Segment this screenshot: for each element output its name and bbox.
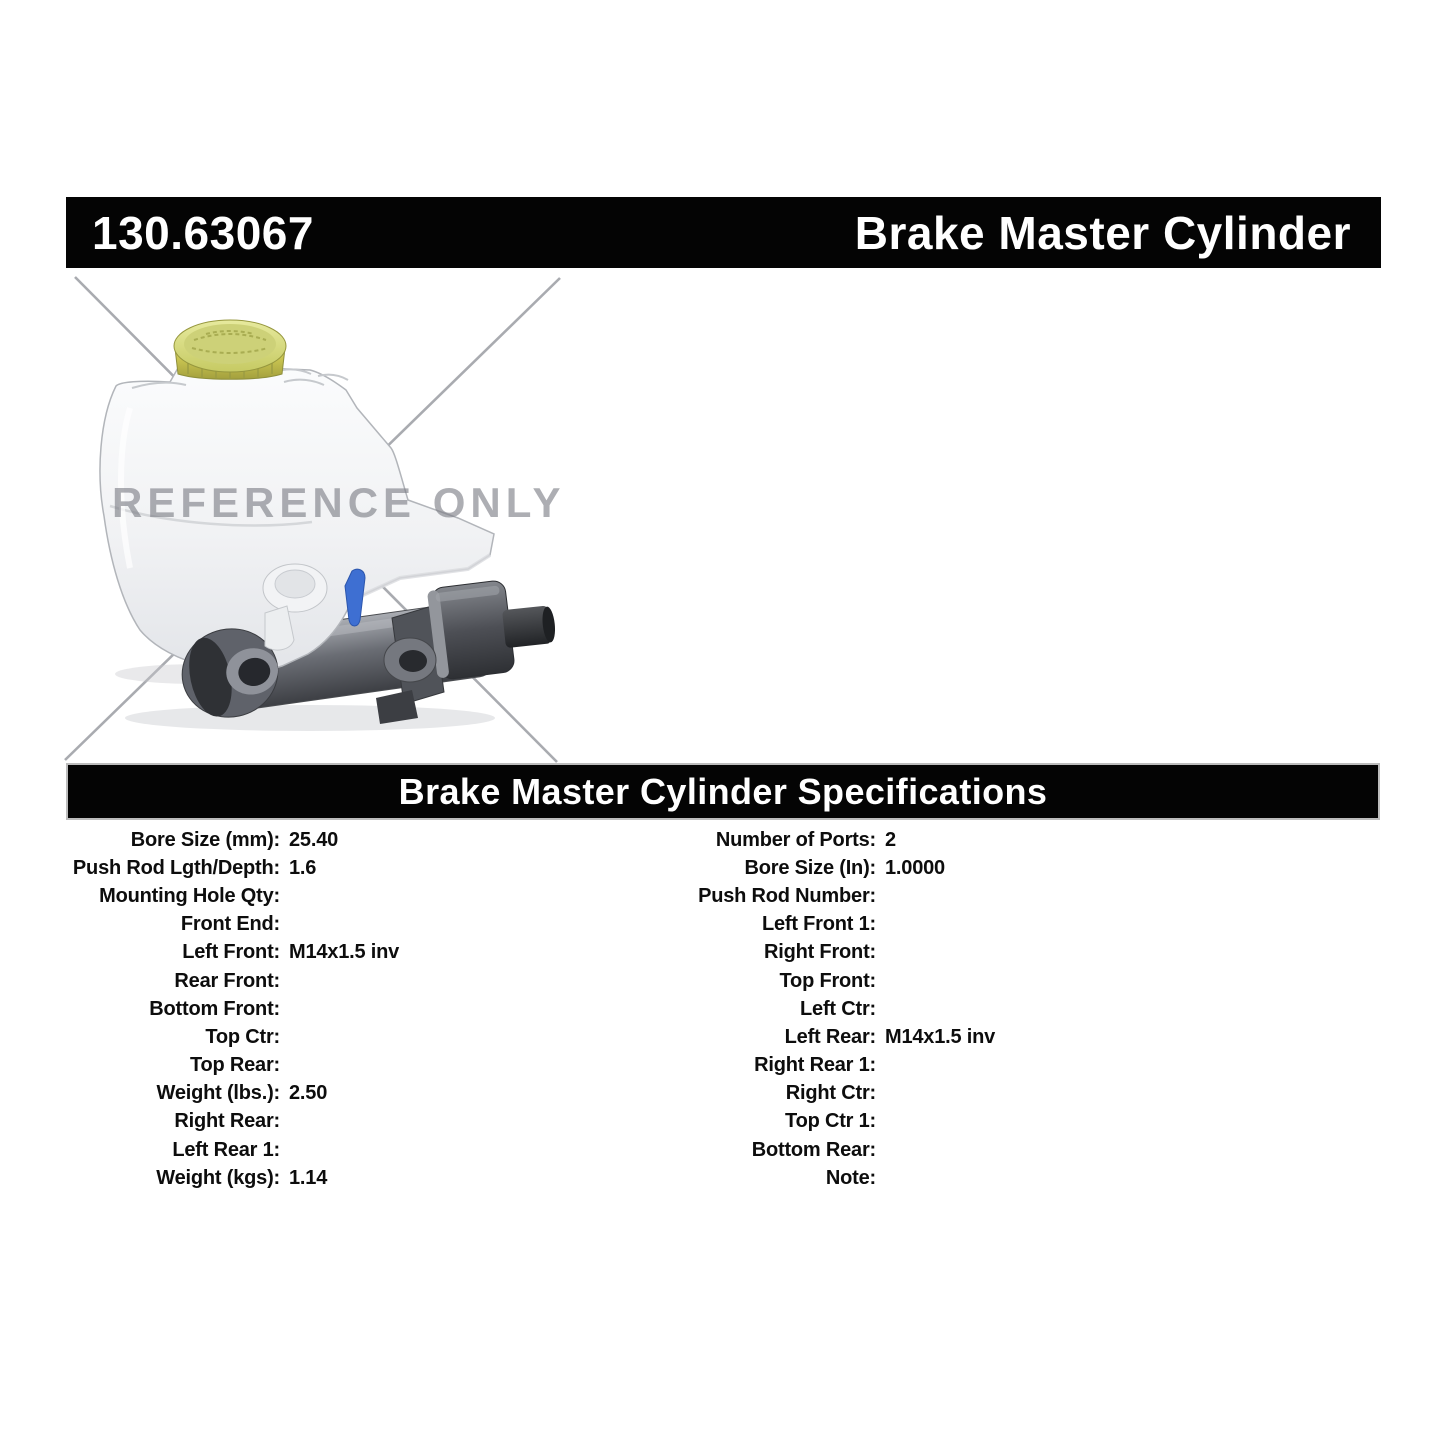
table-row: Left Rear 1: <box>66 1136 399 1164</box>
table-row: Rear Front: <box>66 967 399 995</box>
spec-label: Front End: <box>180 913 280 936</box>
spec-label: Left Rear: <box>784 1025 877 1048</box>
mounting-foot <box>376 690 418 724</box>
spec-label: Right Ctr: <box>785 1082 876 1105</box>
table-row: Right Front: <box>660 939 995 967</box>
spec-label: Left Ctr: <box>800 997 876 1020</box>
spec-value: 2.50 <box>289 1082 328 1105</box>
spec-label: Weight (lbs.): <box>156 1082 281 1105</box>
table-row: Mounting Hole Qty: <box>66 882 399 910</box>
table-row: Front End: <box>66 911 399 939</box>
product-photo <box>64 276 561 763</box>
table-row: Left Front 1: <box>660 911 995 939</box>
spec-label: Rear Front: <box>174 969 280 992</box>
spec-label: Left Front 1: <box>761 913 876 936</box>
table-row: Top Rear: <box>66 1052 399 1080</box>
table-row: Weight (lbs.): 2.50 <box>66 1080 399 1108</box>
spec-label: Bottom Front: <box>149 997 280 1020</box>
table-row: Note: <box>660 1164 995 1192</box>
page-title: Brake Master Cylinder <box>854 206 1351 259</box>
spec-label: Bore Size (In): <box>744 856 877 879</box>
table-row: Bottom Rear: <box>660 1136 995 1164</box>
spec-value: 1.14 <box>289 1166 328 1189</box>
spec-label: Top Ctr 1: <box>785 1110 876 1133</box>
table-row: Top Front: <box>660 967 995 995</box>
table-row: Left Front: M14x1.5 inv <box>66 939 399 967</box>
watermark-text: REFERENCE ONLY <box>112 479 566 526</box>
table-row: Bottom Front: <box>66 995 399 1023</box>
shadow <box>125 705 495 731</box>
reservoir-tank <box>99 362 495 672</box>
table-row: Bore Size (In): 1.0000 <box>660 854 995 882</box>
spec-label: Note: <box>825 1166 876 1189</box>
spec-value: 2 <box>885 828 896 851</box>
table-row: Top Ctr: <box>66 1023 399 1051</box>
spec-column-right: Number of Ports:2 Bore Size (In):1.0000 … <box>660 826 995 1192</box>
spec-label: Bore Size (mm): <box>130 828 280 851</box>
spec-label: Right Rear: <box>174 1110 280 1133</box>
specs-title-bar: Brake Master Cylinder Specifications <box>66 763 1380 820</box>
port-boss-right <box>383 637 437 683</box>
spec-value: 25.40 <box>289 828 339 851</box>
spec-label: Number of Ports: <box>715 828 876 851</box>
spec-value: M14x1.5 inv <box>885 1025 996 1048</box>
table-row: Weight (kgs): 1.14 <box>66 1164 399 1192</box>
spec-label: Right Front: <box>763 941 876 964</box>
reservoir-cap <box>173 319 287 380</box>
spec-label: Bottom Rear: <box>751 1138 876 1161</box>
table-row: Push Rod Lgth/Depth: 1.6 <box>66 854 399 882</box>
spec-value: M14x1.5 inv <box>289 941 400 964</box>
table-row: Left Ctr: <box>660 995 995 1023</box>
spec-label: Mounting Hole Qty: <box>99 884 280 907</box>
table-row: Right Rear: <box>66 1108 399 1136</box>
table-row: Top Ctr 1: <box>660 1108 995 1136</box>
spec-value: 1.0000 <box>885 856 945 879</box>
header-bar: 130.63067 Brake Master Cylinder <box>66 197 1381 268</box>
blue-tab <box>344 568 366 627</box>
spec-label: Top Front: <box>779 969 877 992</box>
cylinder-body <box>207 580 556 724</box>
spec-label: Push Rod Number: <box>698 884 876 907</box>
spec-label: Right Rear 1: <box>754 1054 876 1077</box>
port-boss-left <box>181 628 279 718</box>
table-row: Right Rear 1: <box>660 1052 995 1080</box>
product-image-area: REFERENCE ONLY <box>0 268 1445 763</box>
spec-label: Left Front: <box>182 941 280 964</box>
table-row: Bore Size (mm): 25.40 <box>66 826 399 854</box>
filler-port <box>262 563 328 651</box>
spec-value: 1.6 <box>289 856 317 879</box>
spec-label: Push Rod Lgth/Depth: <box>72 856 280 879</box>
table-row: Left Rear: M14x1.5 inv <box>660 1023 996 1051</box>
spec-label: Weight (kgs): <box>156 1166 280 1189</box>
table-row: Push Rod Number: <box>660 882 995 910</box>
push-rod <box>502 605 556 648</box>
table-row: Right Ctr: <box>660 1080 995 1108</box>
spec-label: Left Rear 1: <box>172 1138 280 1161</box>
table-row: Number of Ports: 2 <box>660 826 995 854</box>
end-cylinder <box>427 580 515 680</box>
spec-label: Top Rear: <box>189 1054 280 1077</box>
specs-title: Brake Master Cylinder Specifications <box>398 770 1048 812</box>
spec-label: Top Ctr: <box>205 1025 280 1048</box>
part-number: 130.63067 <box>92 206 314 259</box>
spec-column-left: Bore Size (mm): 25.40 Push Rod Lgth/Depth… <box>66 826 399 1192</box>
